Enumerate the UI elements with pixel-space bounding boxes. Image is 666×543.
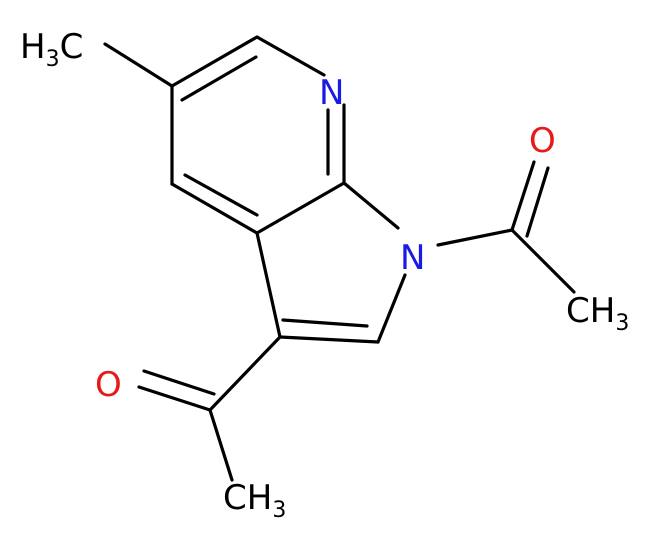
- atom-label-o-acetyl-n: O: [529, 121, 556, 161]
- atom-label-layer: H3C N N O O CH3 CH3: [20, 27, 629, 523]
- bond-c3-c3a: [255, 231, 282, 339]
- ch3-acetyl-n-subscript: 3: [615, 311, 629, 336]
- methyl-top-subscript: 3: [46, 47, 60, 72]
- bond-carbonyl-ch3-c3: [208, 408, 234, 482]
- bond-carbonyl-ch3-n: [510, 228, 576, 294]
- methyl-top-c: C: [60, 27, 84, 67]
- bond-c5-c6-inner: [180, 55, 258, 102]
- bond-c2-c3-inner: [281, 318, 369, 328]
- bond-layer: [103, 35, 576, 482]
- bond-methyl-c5: [103, 42, 174, 88]
- ch3-acetyl-c3-ch: CH: [223, 478, 272, 518]
- atom-label-n-pyrrole: N: [400, 238, 425, 278]
- atom-label-ch3-acetyl-c3: CH3: [223, 478, 286, 523]
- bond-c7a-n1: [342, 181, 400, 230]
- atom-label-o-acetyl-c3: O: [95, 365, 122, 405]
- ch3-acetyl-c3-subscript: 3: [272, 498, 286, 523]
- bond-c2-c3: [278, 335, 380, 344]
- bond-carbonyl-o-n-inner: [525, 166, 550, 238]
- bond-n1-c2: [376, 273, 407, 344]
- bond-c4-c3a-inner: [183, 173, 259, 217]
- bond-c5-c6: [170, 35, 259, 88]
- bond-c3-carbonyl: [208, 335, 282, 412]
- bond-c6-n7: [255, 35, 326, 77]
- atom-label-methyl-top: H3C: [20, 27, 83, 72]
- bond-n1-carbonyl: [436, 228, 514, 247]
- atom-label-n-pyridine: N: [319, 73, 344, 113]
- methyl-top-h: H: [20, 27, 46, 67]
- atom-label-ch3-acetyl-n: CH3: [566, 291, 629, 336]
- bond-c3a-c7a: [255, 181, 346, 235]
- bond-carbonyl-o-c3-inner: [142, 369, 216, 396]
- bond-carbonyl-o-c3: [137, 385, 212, 412]
- ch3-acetyl-n-ch: CH: [566, 291, 615, 331]
- bond-c4-c3a: [170, 182, 259, 235]
- bond-carbonyl-o-n: [510, 160, 536, 232]
